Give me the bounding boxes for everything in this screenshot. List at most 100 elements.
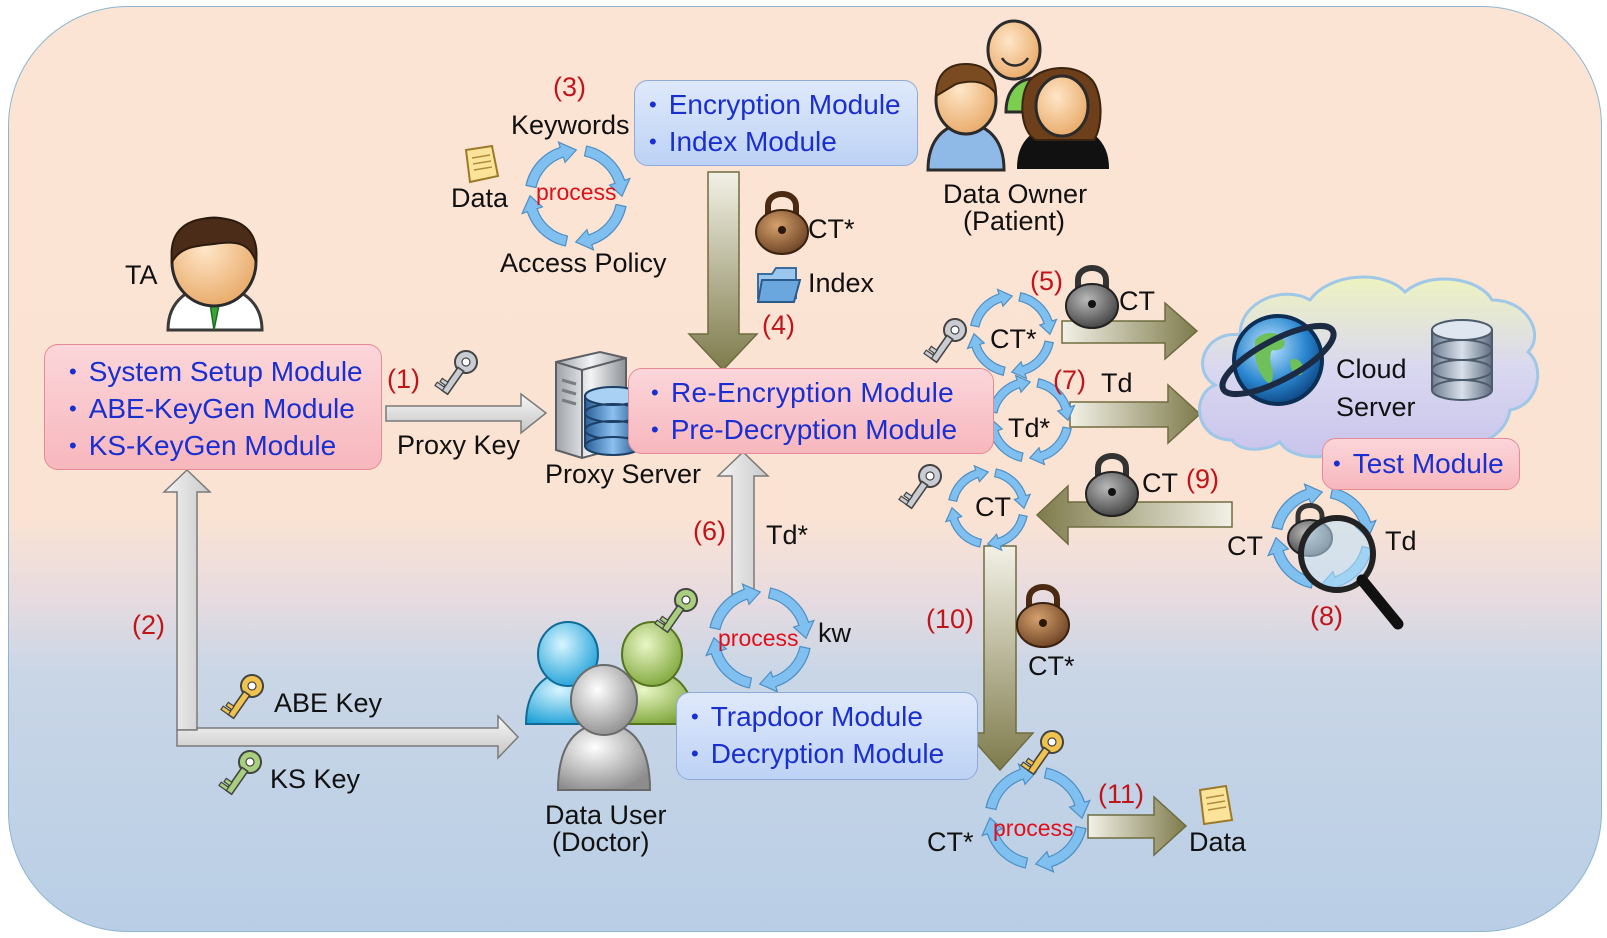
process-label: process <box>536 179 617 205</box>
module-item: Re-Encryption Module <box>651 374 971 411</box>
module-item: Index Module <box>649 123 903 160</box>
data-owner-label: Data Owner <box>943 179 1088 209</box>
cycle-arrow-segment <box>1267 536 1315 589</box>
cycle-arrow-segment <box>525 141 578 189</box>
td-star-label: Td* <box>766 520 809 550</box>
step-label: (7) <box>1053 365 1086 395</box>
cycle-arrow-segment <box>1028 426 1072 466</box>
cloud-server-label-line2: Server <box>1336 392 1416 422</box>
data-label: Data <box>451 183 509 213</box>
document-icon <box>464 144 500 184</box>
key-icon <box>434 350 478 396</box>
cycle-arrow-segment <box>574 203 627 251</box>
ct-label: CT <box>1119 286 1155 316</box>
data-owner-module-box: Encryption Module Index Module <box>634 80 918 166</box>
cycle-arrow-segment <box>1271 483 1324 531</box>
cloud-server-label: Cloud <box>1336 354 1407 384</box>
module-item: Trapdoor Module <box>691 698 963 735</box>
cycle-arrow-segment <box>758 645 811 693</box>
lock-icon <box>1016 584 1070 648</box>
td-label: Td <box>1101 368 1133 398</box>
key-icon <box>654 588 698 634</box>
process-label: process <box>718 625 799 651</box>
cycle-arrow-segment <box>1010 340 1054 380</box>
cloud-server-icon <box>1198 275 1540 459</box>
magnifier-lock-icon <box>1287 503 1404 630</box>
module-item: ABE-KeyGen Module <box>69 390 363 427</box>
key-icons <box>218 318 1064 796</box>
cycle-arrow-segment <box>521 194 569 247</box>
cycle-arrow-segment <box>1018 292 1058 336</box>
module-item: Encryption Module <box>649 86 903 123</box>
ct-label: CT <box>1142 468 1178 498</box>
ct-label: CT <box>1227 531 1263 561</box>
data-label: Data <box>1189 827 1247 857</box>
proxy-module-box: Re-Encryption Module Pre-Decryption Modu… <box>628 368 994 454</box>
cycle-arrow-segment <box>944 506 983 548</box>
cycle-arrow-segment <box>1036 378 1076 422</box>
access-policy-label: Access Policy <box>500 248 667 278</box>
key-icon <box>218 750 262 796</box>
kw-label: kw <box>818 618 851 648</box>
module-item: Test Module <box>1333 445 1509 482</box>
proxy-server-label: Proxy Server <box>545 459 702 489</box>
folder-icon <box>756 267 802 303</box>
ct-star-label: CT* <box>927 827 974 857</box>
key-icon <box>923 318 967 364</box>
data-owner-people-icon <box>926 19 1110 172</box>
cycle-arrow-segment <box>988 374 1032 414</box>
data-user-label: Data User <box>545 800 667 830</box>
module-item: KS-KeyGen Module <box>69 427 363 464</box>
ks-key-label: KS Key <box>270 764 361 794</box>
document-icon <box>1198 784 1234 826</box>
key-icon <box>220 674 264 720</box>
ct-star-label: CT* <box>990 324 1037 354</box>
cycle-arrow-segment <box>993 468 1032 510</box>
cycle-arrow-segment <box>948 464 990 503</box>
cycle-arrow-segment <box>709 583 762 631</box>
data-user-role-label: (Doctor) <box>552 827 650 857</box>
ct-star-label: CT* <box>1028 651 1075 681</box>
lock-gray-icon <box>1065 265 1119 329</box>
step-label: (3) <box>553 72 586 102</box>
step-label: (8) <box>1310 601 1343 631</box>
step-label: (6) <box>693 516 726 546</box>
lock-icon <box>755 191 809 255</box>
step-label: (4) <box>762 310 795 340</box>
cycle-arrow-segment <box>705 636 753 689</box>
cycle-arrow-segment <box>583 145 631 198</box>
abe-key-label: ABE Key <box>274 688 383 718</box>
cycle-arrow-segment <box>1034 825 1087 873</box>
cycle-arrow-segment <box>981 816 1029 869</box>
step-label: (2) <box>132 610 165 640</box>
module-item: System Setup Module <box>69 353 363 390</box>
ta-module-box: System Setup Module ABE-KeyGen Module KS… <box>44 344 382 470</box>
cycle-arrow-segment <box>986 513 1028 552</box>
data-owner-role-label: (Patient) <box>963 206 1066 236</box>
ta-person-icon <box>166 216 264 332</box>
td-star-label: Td* <box>1008 413 1051 443</box>
lock-gray-icon <box>1085 453 1139 517</box>
module-item: Decryption Module <box>691 735 963 772</box>
step-label: (1) <box>387 364 420 394</box>
step-label: (9) <box>1186 464 1219 494</box>
cycle-arrow-segment <box>767 587 815 640</box>
proxy-server-icon <box>555 350 642 460</box>
step-label: (5) <box>1030 266 1063 296</box>
cycle-arrow-segment <box>966 332 1006 376</box>
test-module-box: Test Module <box>1322 438 1520 490</box>
proxy-key-label: Proxy Key <box>397 430 521 460</box>
ta-label: TA <box>125 260 158 290</box>
ct-star-label: CT* <box>808 214 855 244</box>
step-label: (11) <box>1098 779 1145 809</box>
key-icon <box>898 464 942 510</box>
data-user-people-icon <box>524 621 696 791</box>
process-label: process <box>993 815 1074 841</box>
cycle-arrow-segment <box>1043 767 1091 820</box>
keywords-label: Keywords <box>511 110 630 140</box>
module-item: Pre-Decryption Module <box>651 411 971 448</box>
key-icon <box>1020 730 1064 776</box>
ct-label: CT <box>975 492 1011 522</box>
td-label: Td <box>1385 526 1417 556</box>
